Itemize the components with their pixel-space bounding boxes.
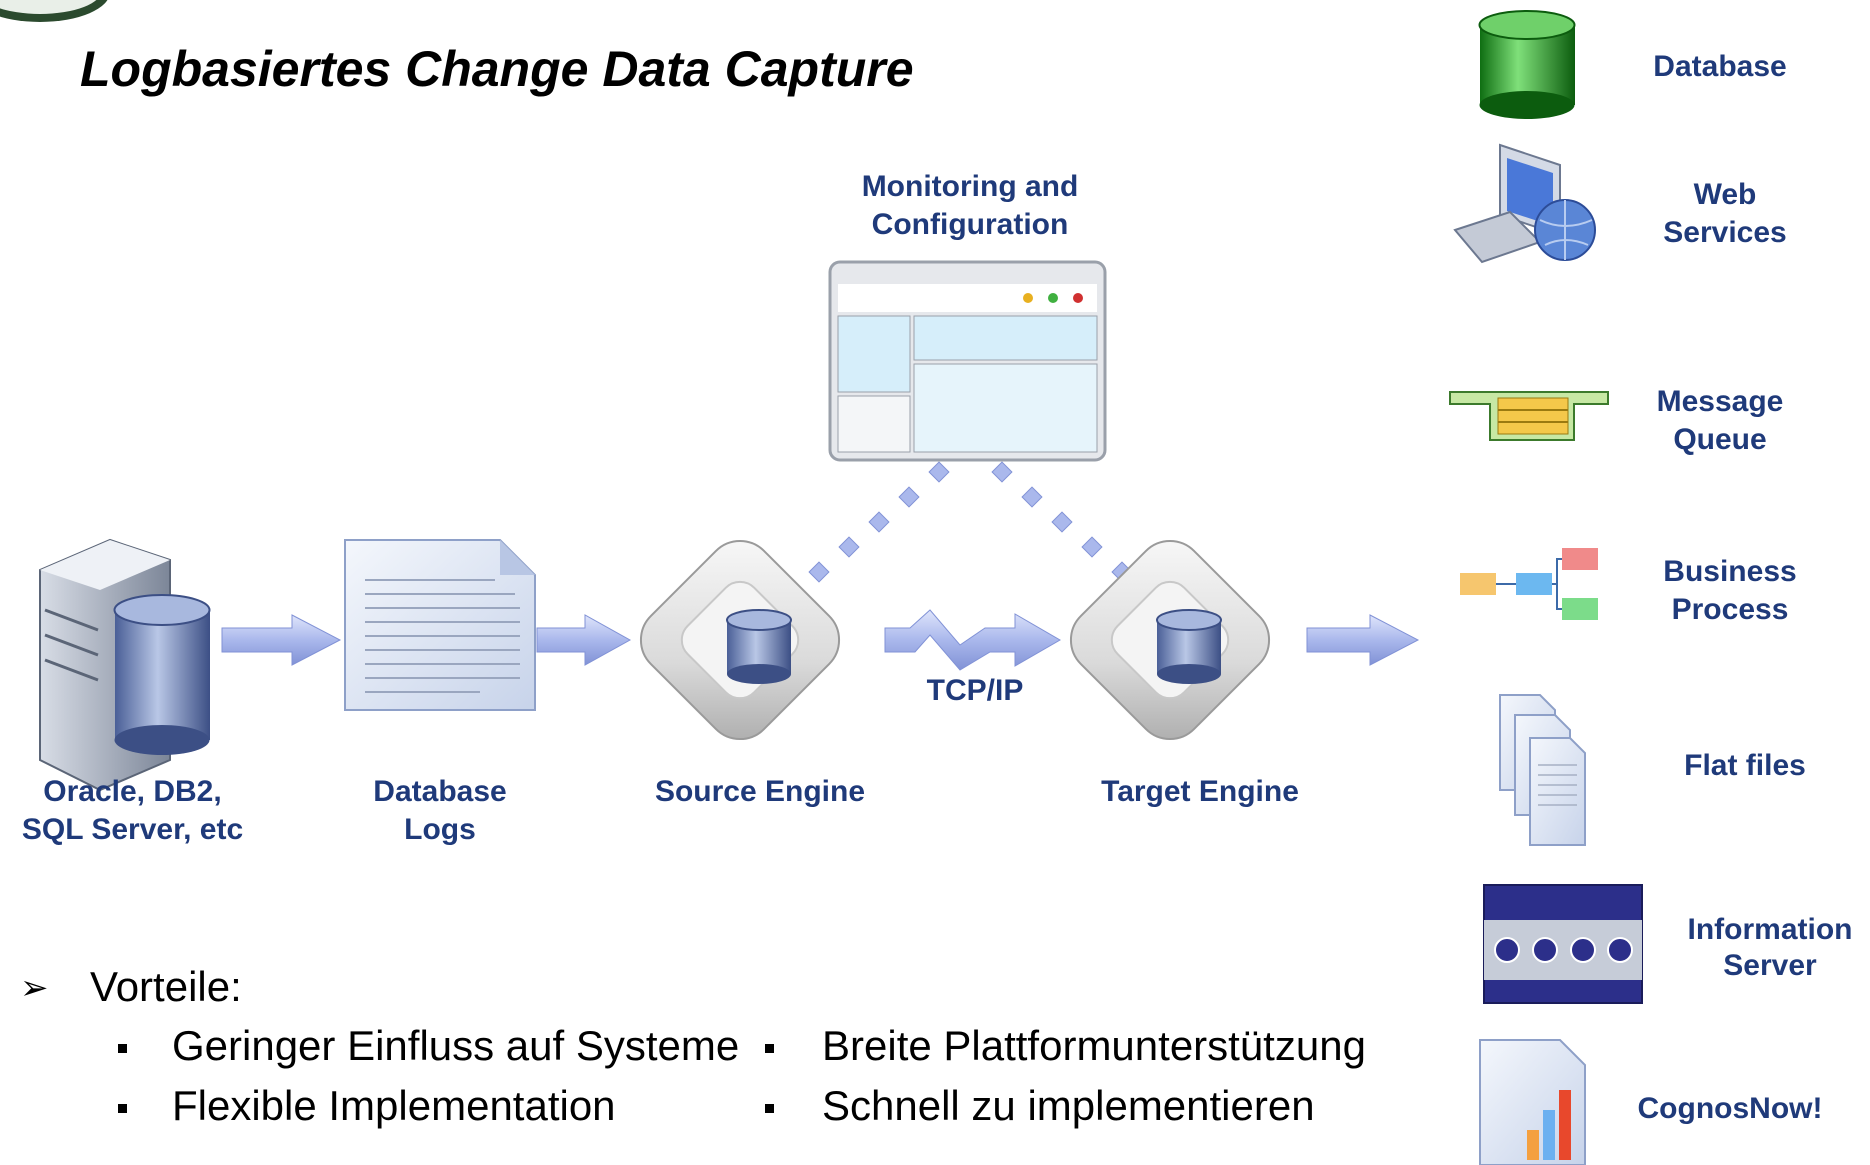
tcpip-zigzag-arrow [884, 609, 1061, 671]
source-engine-label: Source Engine [654, 775, 866, 808]
advantage-item-1: Geringer Einfluss auf Systeme [172, 1022, 740, 1069]
target-business-process-label: Business Process [1620, 553, 1840, 629]
target-web-services-label-line-2: Services [1663, 216, 1787, 249]
target-information-server-label-line-1: Information [1687, 913, 1853, 946]
advantage-item-4: Schnell zu implementieren [822, 1082, 1315, 1129]
target-database-label-line: Database [1653, 50, 1787, 83]
sources-label-line-2: SQL Server, etc [21, 813, 244, 846]
target-web-services-label: Web Services [1620, 176, 1830, 252]
monitoring-window-icon [828, 260, 1107, 462]
message-queue-icon [1449, 391, 1609, 441]
web-services-icon [1453, 143, 1596, 264]
logs-label-line-2: Logs [404, 813, 476, 846]
target-business-process-label-line-2: Process [1671, 593, 1789, 626]
advantage-item-2: Breite Plattformunterstützung [822, 1022, 1366, 1069]
logo-icon [0, 0, 108, 22]
source-database-server-icon [39, 538, 211, 792]
monitoring-link-dots-left [808, 461, 950, 583]
target-web-services-label-line-1: Web [1693, 178, 1757, 211]
information-server-icon [1483, 884, 1643, 1004]
monitoring-label-line-1: Monitoring and [861, 170, 1079, 203]
flow-arrow-sources-to-logs [221, 614, 342, 666]
target-message-queue-label: Message Queue [1620, 383, 1820, 459]
tcpip-label: TCP/IP [926, 674, 1024, 707]
business-process-icon [1460, 548, 1598, 620]
target-flat-files-label: Flat files [1640, 747, 1850, 785]
advantages-heading: Vorteile: [90, 963, 242, 1010]
database-logs-label: Database Logs [340, 773, 540, 849]
advantage-item-3: Flexible Implementation [172, 1082, 616, 1129]
target-business-process-label-line-1: Business [1663, 555, 1797, 588]
cognosnow-icon [1479, 1039, 1586, 1165]
target-engine-label: Target Engine [1101, 775, 1299, 808]
arrow-bullet-icon: ➢ [20, 969, 49, 1007]
flow-arrow-target-output [1306, 614, 1420, 666]
sources-label-line-1: Oracle, DB2, [43, 775, 222, 808]
target-message-queue-label-line-1: Message [1656, 385, 1784, 418]
flow-arrow-logs-to-source-engine [536, 614, 632, 666]
database-logs-icon [344, 539, 536, 711]
source-engine-icon [639, 539, 841, 741]
target-engine-icon [1069, 539, 1271, 741]
sources-label: Oracle, DB2, SQL Server, etc [0, 773, 265, 849]
target-message-queue-label-line-2: Queue [1673, 423, 1767, 456]
target-database-label: Database [1620, 48, 1820, 86]
target-cognosnow-label-line: CognosNow! [1637, 1092, 1823, 1125]
target-flat-files-label-line: Flat files [1684, 749, 1806, 782]
bullet-square-icon [765, 1104, 774, 1113]
logs-label-line-1: Database [373, 775, 507, 808]
bullet-square-icon [765, 1044, 774, 1053]
bullet-square-icon [118, 1104, 127, 1113]
page-title: Logbasiertes Change Data Capture [80, 41, 914, 97]
monitoring-label: Monitoring and Configuration [840, 168, 1100, 244]
target-information-server-label: Information Server [1670, 912, 1870, 984]
bullet-square-icon [118, 1044, 127, 1053]
monitoring-label-line-2: Configuration [871, 208, 1069, 241]
target-information-server-label-line-2: Server [1723, 949, 1817, 982]
flat-files-icon [1499, 694, 1586, 846]
target-cognosnow-label: CognosNow! [1620, 1090, 1840, 1128]
database-icon [1478, 10, 1576, 119]
monitoring-link-dots-right [991, 461, 1133, 583]
